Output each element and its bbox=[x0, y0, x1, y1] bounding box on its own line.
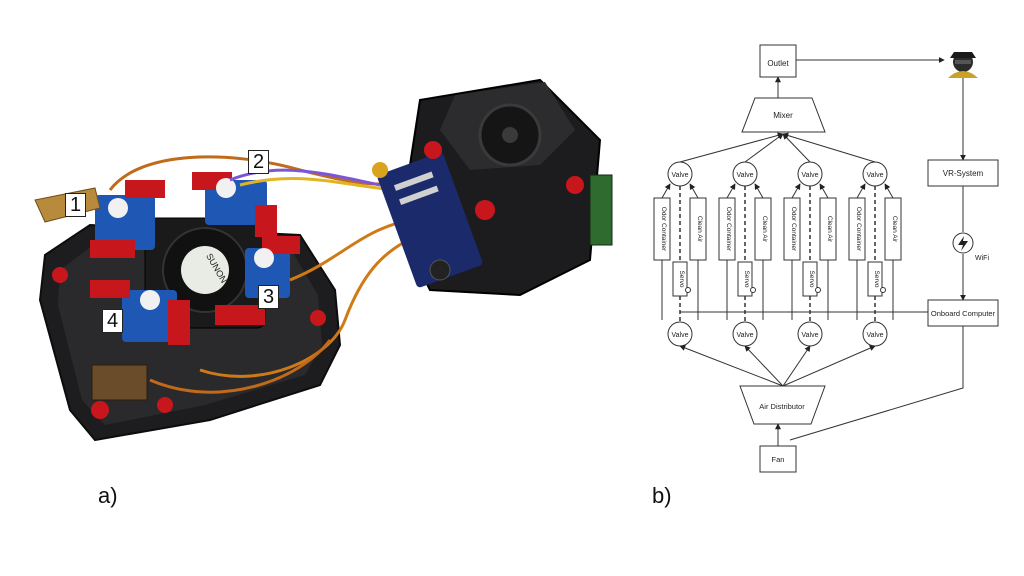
clean-air-label-3: Clean Air bbox=[826, 216, 833, 243]
valve-top-label-2: Valve bbox=[737, 172, 754, 179]
servo-label-2: Servo bbox=[743, 271, 750, 288]
servo-label-1: Servo bbox=[678, 271, 685, 288]
air-distributor-shape bbox=[739, 385, 826, 425]
valve-bottom-label-3: Valve bbox=[802, 332, 819, 339]
outlet-label: Outlet bbox=[767, 59, 789, 68]
clean-air-label-1: Clean Air bbox=[696, 216, 703, 243]
odor-container-label-4: Odor Container bbox=[855, 207, 862, 252]
servo-2 bbox=[192, 172, 277, 237]
odor-container-label-1: Odor Container bbox=[660, 207, 667, 252]
lightning-wifi-icon bbox=[952, 232, 974, 254]
vr-system-box bbox=[927, 159, 999, 187]
valve-bottom-label-2: Valve bbox=[737, 332, 754, 339]
fan-label: Fan bbox=[772, 455, 785, 464]
callout-4: 4 bbox=[102, 309, 124, 333]
valve-bottom-label-4: Valve bbox=[867, 332, 884, 339]
outlet-box bbox=[759, 44, 797, 78]
callout-1: 1 bbox=[65, 193, 87, 217]
onboard-computer-label: Onboard Computer bbox=[931, 309, 996, 318]
panel-a-label: a) bbox=[98, 483, 118, 508]
mixer-shape bbox=[741, 97, 826, 133]
air-distributor-label: Air Distributor bbox=[759, 402, 805, 411]
servo-label-3: Servo bbox=[808, 271, 815, 288]
odor-container-label-2: Odor Container bbox=[725, 207, 732, 252]
servo-4 bbox=[90, 280, 190, 345]
valve-bottom-label-1: Valve bbox=[672, 332, 689, 339]
fan-label-sticker bbox=[181, 246, 229, 294]
odor-container-label-3: Odor Container bbox=[790, 207, 797, 252]
vr-system-label: VR-System bbox=[943, 169, 984, 178]
servo-1 bbox=[90, 180, 165, 258]
clean-air-label-2: Clean Air bbox=[761, 216, 768, 243]
servo-label-4: Servo bbox=[873, 271, 880, 288]
clean-air-label-4: Clean Air bbox=[891, 216, 898, 243]
wifi-label: WiFi bbox=[975, 255, 989, 262]
valve-top-label-3: Valve bbox=[802, 172, 819, 179]
panel-b-label: b) bbox=[652, 483, 672, 508]
onboard-computer-box bbox=[927, 299, 999, 327]
callout-2: 2 bbox=[248, 150, 270, 174]
fan-box bbox=[759, 445, 797, 473]
device-photo: SUNON bbox=[34, 78, 613, 442]
callout-3: 3 bbox=[258, 285, 280, 309]
valve-top-label-1: Valve bbox=[672, 172, 689, 179]
mixer-label: Mixer bbox=[773, 111, 793, 120]
spy-user-icon bbox=[948, 52, 978, 78]
valve-top-label-4: Valve bbox=[867, 172, 884, 179]
onboard-controller-module bbox=[372, 78, 613, 297]
